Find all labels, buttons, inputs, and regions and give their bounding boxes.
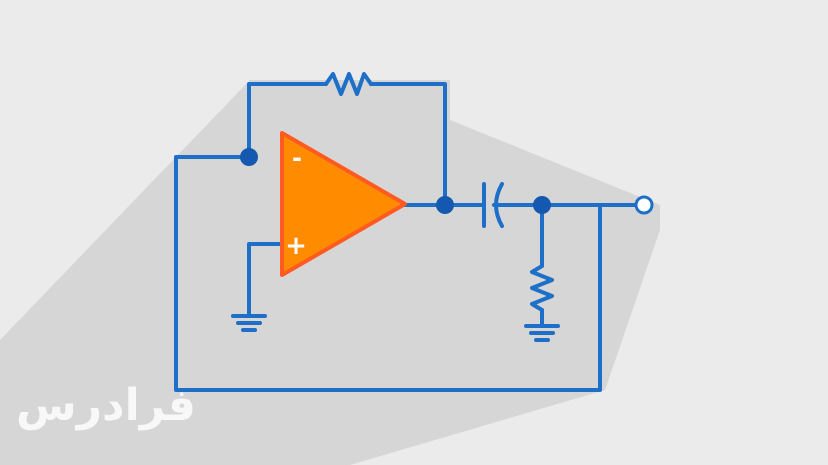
junction-node-output — [436, 196, 454, 214]
ground-symbol-right — [524, 324, 560, 342]
feedback-wire — [247, 82, 328, 159]
feedback-resistor — [324, 72, 373, 96]
brand-watermark: فرادرس — [16, 380, 196, 431]
outer-loop-wire — [174, 155, 602, 392]
junction-node-shunt — [533, 196, 551, 214]
output-terminal — [634, 195, 654, 215]
opamp-noninverting-symbol: + — [285, 231, 307, 261]
noninverting-ground-wire — [247, 242, 284, 318]
background-shadow-inner — [176, 80, 600, 390]
feedback-wire-right — [369, 82, 447, 207]
opamp-triangle — [280, 131, 407, 277]
junction-node-inverting — [240, 148, 258, 166]
opamp-inverting-symbol: - — [292, 144, 302, 172]
ground-symbol-left — [231, 314, 267, 332]
shunt-resistor — [530, 264, 554, 312]
